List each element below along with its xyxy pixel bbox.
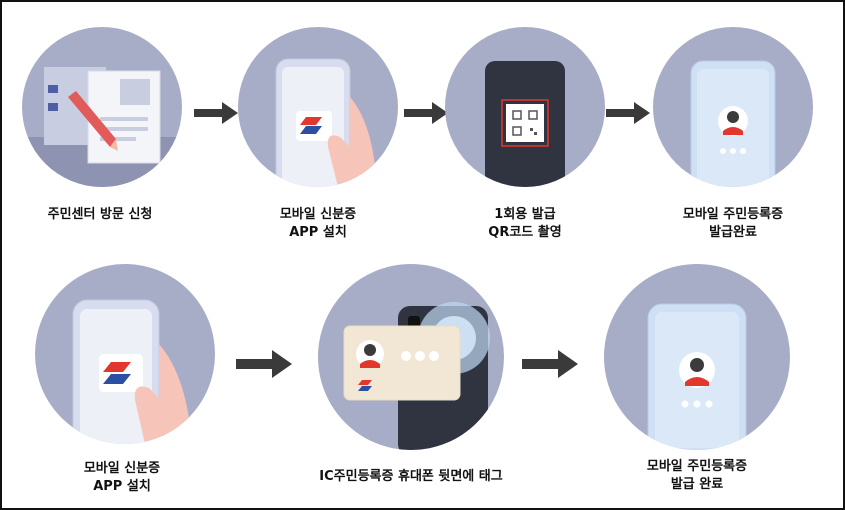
step-label-tag: IC주민등록증 휴대폰 뒷면에 태그 xyxy=(319,469,503,484)
step-circle-install-2 xyxy=(35,264,215,444)
step-label-install-2: 모바일 신분증 APP 설치 xyxy=(83,461,161,494)
step-circle-issued xyxy=(653,27,813,187)
step-circle-issued-2 xyxy=(604,264,790,450)
step-label-visit: 주민센터 방문 신청 xyxy=(47,207,153,222)
arrow-icon xyxy=(194,102,238,124)
mobile-id-app-icon xyxy=(275,58,398,187)
qr-code-phone-icon xyxy=(485,61,565,187)
step-circle-qr xyxy=(445,27,605,187)
step-label-install: 모바일 신분증 APP 설치 xyxy=(279,207,357,240)
issued-id-phone-icon xyxy=(647,303,747,450)
document-form-icon xyxy=(22,67,182,187)
step-label-issued: 모바일 주민등록증 발급완료 xyxy=(682,207,784,240)
step-circle-tag xyxy=(318,264,504,450)
step-circle-install xyxy=(238,27,398,187)
mobile-id-app-icon xyxy=(72,299,215,444)
arrow-icon xyxy=(236,350,292,378)
step-circle-visit xyxy=(22,27,182,187)
arrow-icon xyxy=(606,102,650,124)
issued-id-phone-icon xyxy=(690,60,776,187)
arrow-icon xyxy=(404,102,448,124)
step-label-qr: 1회용 발급 QR코드 촬영 xyxy=(488,207,562,240)
arrow-icon xyxy=(522,350,578,378)
ic-card-tag-icon xyxy=(343,302,490,450)
step-label-issued-2: 모바일 주민등록증 발급 완료 xyxy=(646,459,748,492)
